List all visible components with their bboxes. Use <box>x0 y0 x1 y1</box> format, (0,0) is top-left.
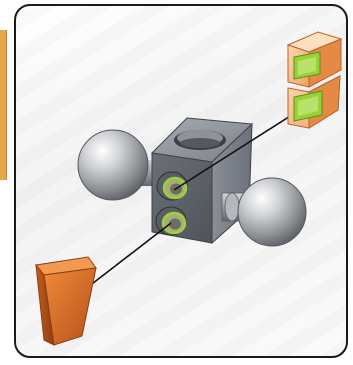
right-sphere-knob <box>221 177 307 247</box>
right-sphere <box>237 177 307 247</box>
target-face-callout <box>35 256 97 346</box>
side-tab <box>0 30 7 180</box>
leader-line-lower <box>87 222 172 288</box>
upper-boss <box>156 171 188 201</box>
top-hole-floor <box>180 138 220 148</box>
leader-line-upper <box>173 105 307 191</box>
left-sphere <box>77 129 149 201</box>
center-block <box>150 117 254 245</box>
selected-faces-callout <box>286 31 343 129</box>
